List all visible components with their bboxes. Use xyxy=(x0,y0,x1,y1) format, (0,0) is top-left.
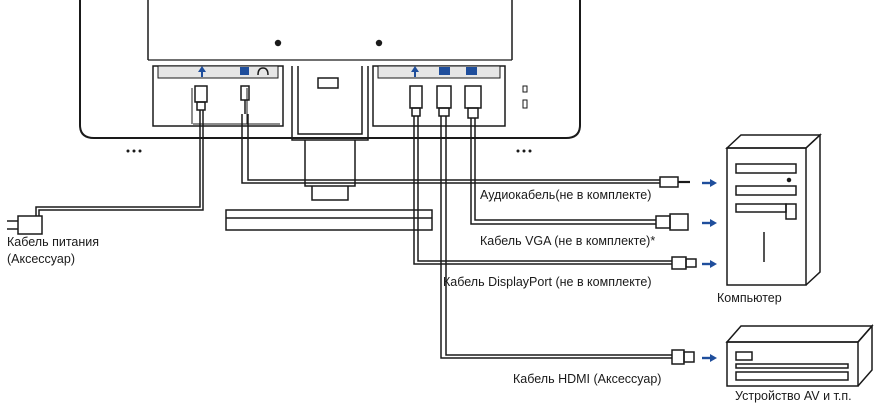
monitor-stand xyxy=(225,66,433,231)
audio-cable xyxy=(240,85,690,188)
audio-cable-label: Аудиокабель(не в комплекте) xyxy=(480,188,651,202)
power-cable xyxy=(7,85,208,235)
av-device-icon xyxy=(725,324,874,387)
computer-label: Компьютер xyxy=(717,291,782,305)
av-device-label: Устройство AV и т.п. xyxy=(735,389,852,403)
monitor-back xyxy=(79,0,581,153)
displayport-cable-label: Кабель DisplayPort (не в комплекте) xyxy=(443,275,652,289)
displayport-cable xyxy=(409,85,697,270)
hdmi-cable-label: Кабель HDMI (Аксессуар) xyxy=(513,372,661,386)
power-cable-label-note: (Аксессуар) xyxy=(7,252,75,266)
computer-tower-icon xyxy=(725,133,822,286)
power-cable-label: Кабель питания xyxy=(7,235,99,249)
port-symbols xyxy=(198,66,528,109)
hdmi-cable xyxy=(436,85,695,365)
arrow-icons xyxy=(700,177,719,364)
vga-cable xyxy=(464,85,689,231)
vga-cable-label: Кабель VGA (не в комплекте)* xyxy=(480,234,655,248)
